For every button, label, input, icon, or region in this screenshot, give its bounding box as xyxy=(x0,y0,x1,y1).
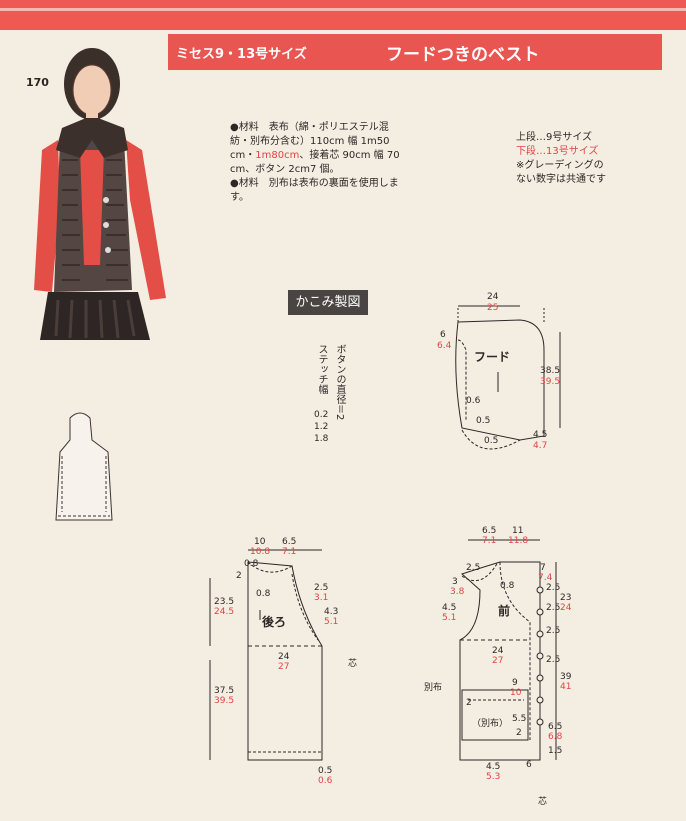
back-core: 芯 xyxy=(348,659,358,669)
size-note-lower: 下段…13号サイズ xyxy=(516,146,599,157)
hood-width: 24 xyxy=(487,292,499,302)
front-b: 0.8 xyxy=(500,581,515,591)
hood-width-13: 25 xyxy=(487,303,499,313)
size-note-1: ※グレーディングの xyxy=(516,160,604,171)
hood-d: 4.5 xyxy=(533,430,548,440)
front-v: 6.5 xyxy=(548,722,563,732)
size-note: 上段…9号サイズ 下段…13号サイズ ※グレーディングの ない数字は共通です xyxy=(516,131,606,187)
hood-label: フード xyxy=(474,350,511,364)
front-w1: 6.5 xyxy=(482,526,497,536)
front-label: 前 xyxy=(498,604,511,618)
front-u: 2 xyxy=(516,728,522,738)
hood-a: 0.6 xyxy=(466,396,481,406)
front-d: 4.5 xyxy=(442,603,457,613)
front-pocket-label: 別布 xyxy=(424,683,443,693)
back-b: 2 xyxy=(236,571,242,581)
hood-d-13: 4.7 xyxy=(533,441,548,451)
hood-top-13: 6.4 xyxy=(437,341,452,351)
front-e: 2.5 xyxy=(546,583,561,593)
back-pattern xyxy=(209,549,323,761)
front-v-13: 6.8 xyxy=(548,732,563,742)
back-c: 0.8 xyxy=(256,589,271,599)
front-y-13: 5.3 xyxy=(486,772,501,782)
front-h1: 23 xyxy=(560,593,572,603)
front-height-13: 41 xyxy=(560,682,572,692)
back-label: 後ろ xyxy=(262,615,287,629)
front-top-13: 7.4 xyxy=(538,573,553,583)
front-c-13: 3.8 xyxy=(450,587,465,597)
materials-line1-text: ●材料 表布（綿・ポリエステル混紡・別布分含む）110cm 幅 1m50 cm・ xyxy=(230,122,390,161)
page-number: 170 xyxy=(26,76,49,89)
hood-c: 0.5 xyxy=(484,436,499,446)
enclosed-drafting-badge: かこみ製図 xyxy=(288,290,368,315)
top-stripe xyxy=(0,8,686,11)
back-e: 4.3 xyxy=(324,607,339,617)
front-h1-13: 24 xyxy=(560,603,572,613)
back-h2: 37.5 xyxy=(214,686,235,696)
back-d: 2.5 xyxy=(314,583,329,593)
front-top: 7 xyxy=(540,563,546,573)
front-z: 6 xyxy=(526,760,532,770)
back-a: 0.8 xyxy=(244,559,259,569)
front-w2: 11 xyxy=(512,526,524,536)
hood-top: 6 xyxy=(440,330,446,340)
materials-line1-red: 1m80cm xyxy=(255,150,300,161)
back-w1: 10 xyxy=(254,537,266,547)
back-view-illustration xyxy=(55,412,113,521)
back-f-13: 0.6 xyxy=(318,776,333,786)
stitch-value-3: 1.8 xyxy=(314,434,329,444)
front-btn3: 2.5 xyxy=(546,626,561,636)
materials-text: ●材料 表布（綿・ポリエステル混紡・別布分含む）110cm 幅 1m50 cm・… xyxy=(230,121,405,205)
button-diameter-note: ボタンの直径＝2 xyxy=(334,344,345,421)
front-btn4: 2.5 xyxy=(546,655,561,665)
back-h1: 23.5 xyxy=(214,597,235,607)
front-btn1: 2.5 xyxy=(546,603,561,613)
front-g-13: 10 xyxy=(510,688,522,698)
hood-b: 0.5 xyxy=(476,416,491,426)
front-t: 5.5 xyxy=(512,714,527,724)
front-c: 3 xyxy=(452,577,458,587)
front-pocket-label2: （別布） xyxy=(472,719,509,729)
back-d-13: 3.1 xyxy=(314,593,329,603)
hood-height-13: 39.5 xyxy=(540,377,561,387)
front-height: 39 xyxy=(560,672,572,682)
front-a: 2.5 xyxy=(466,563,481,573)
front-pattern xyxy=(459,539,557,761)
size-label: ミセス9・13号サイズ xyxy=(176,47,307,62)
back-width: 24 xyxy=(278,652,290,662)
front-d-13: 5.1 xyxy=(442,613,457,623)
front-w2-13: 11.8 xyxy=(508,536,529,546)
front-width: 24 xyxy=(492,646,504,656)
stitch-label: ステッチ幅 xyxy=(316,344,327,394)
hood-pattern xyxy=(455,305,561,450)
hood-height: 38.5 xyxy=(540,366,561,376)
stitch-value-2: 1.2 xyxy=(314,422,329,432)
size-note-2: ない数字は共通です xyxy=(516,174,606,185)
size-note-upper: 上段…9号サイズ xyxy=(516,132,593,143)
front-core: 芯 xyxy=(538,797,548,807)
materials-line1: ●材料 表布（綿・ポリエステル混紡・別布分含む）110cm 幅 1m50 cm・… xyxy=(230,121,405,177)
front-g: 9 xyxy=(512,678,518,688)
woman-illustration xyxy=(34,48,166,340)
back-e-13: 5.1 xyxy=(324,617,339,627)
back-width-13: 27 xyxy=(278,662,290,672)
title-bar: ミセス9・13号サイズ フードつきのベスト xyxy=(168,34,662,70)
materials-line2: ●材料 別布は表布の裏面を使用します。 xyxy=(230,178,399,203)
page-title: フードつきのベスト xyxy=(386,45,540,65)
back-h2-13: 39.5 xyxy=(214,696,235,706)
top-color-band xyxy=(0,0,686,30)
back-w1-13: 10.8 xyxy=(250,547,271,557)
front-width-13: 27 xyxy=(492,656,504,666)
front-y: 4.5 xyxy=(486,762,501,772)
front-s: 2 xyxy=(466,698,472,708)
front-x: 1.5 xyxy=(548,746,563,756)
materials-line1-end: 、接着芯 90cm 幅 70 cm、ボタン 2cm7 個。 xyxy=(230,150,400,175)
front-w1-13: 7.1 xyxy=(482,536,497,546)
stitch-value-1: 0.2 xyxy=(314,410,329,420)
back-h1-13: 24.5 xyxy=(214,607,235,617)
back-w2: 6.5 xyxy=(282,537,297,547)
back-w2-13: 7.1 xyxy=(282,547,297,557)
back-f: 0.5 xyxy=(318,766,333,776)
